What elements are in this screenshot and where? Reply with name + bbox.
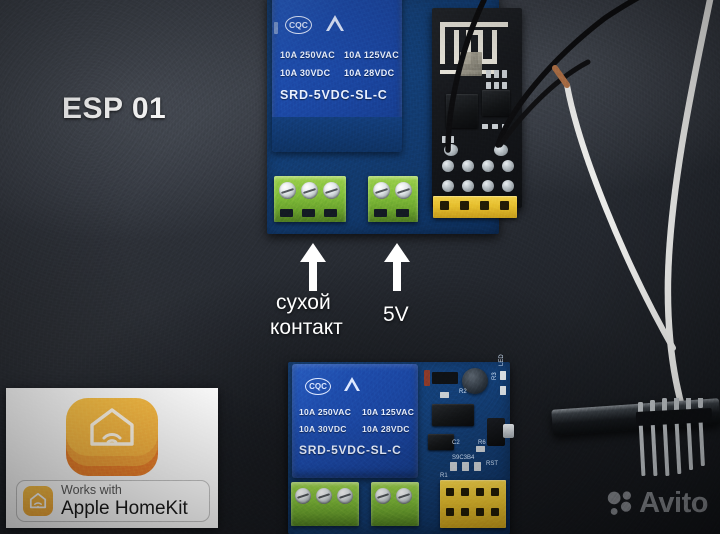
homekit-small-icon bbox=[23, 486, 53, 516]
terminal-screw bbox=[373, 182, 390, 199]
label-dry-contact-line2: контакт bbox=[270, 316, 343, 339]
relay-spec-ac-left-top: 10A 250VAC bbox=[280, 50, 336, 60]
esp8266-chip bbox=[446, 94, 478, 128]
silkscreen-rst: RST bbox=[486, 461, 498, 467]
label-dry-contact-line1: сухой bbox=[276, 291, 331, 314]
header-pins bbox=[636, 398, 713, 476]
flash-chip bbox=[482, 90, 510, 116]
cqc-logo-top: CQC bbox=[285, 16, 312, 34]
arrow-power bbox=[384, 243, 410, 291]
silkscreen-c2: C2 bbox=[452, 440, 460, 446]
avito-watermark: Avito bbox=[607, 487, 708, 520]
relay-spec-dc-left-top: 10A 30VDC bbox=[280, 68, 331, 78]
terminal-slot bbox=[302, 209, 315, 217]
relay-spec-ac-left-bottom: 10A 250VAC bbox=[299, 407, 352, 417]
terminal-slot bbox=[324, 209, 337, 217]
silkscreen-r6: R6 bbox=[478, 440, 486, 446]
electrolytic-capacitor bbox=[462, 368, 488, 394]
relay-spec-dc-right-top: 10A 28VDC bbox=[344, 68, 395, 78]
apple-homekit-label: Apple HomeKit bbox=[61, 497, 188, 519]
silkscreen-led: LED bbox=[499, 354, 505, 366]
home-wifi-icon bbox=[90, 408, 134, 446]
ic-bottom-2 bbox=[428, 434, 454, 450]
relay-module-top: CQC 10A 250VAC 10A 125VAC 10A 30VDC 10A … bbox=[272, 0, 402, 152]
terminal-screw bbox=[301, 182, 318, 199]
silkscreen-transistor: S9C3B4 bbox=[452, 455, 475, 461]
esp01-wifi-module bbox=[432, 8, 522, 208]
avito-logo-icon bbox=[607, 491, 632, 515]
relay-spec-dc-left-bottom: 10A 30VDC bbox=[299, 424, 347, 434]
homekit-logo bbox=[66, 398, 158, 476]
white-wire-short bbox=[552, 65, 676, 351]
terminal-slot bbox=[280, 209, 293, 217]
terminal-screw bbox=[375, 488, 391, 504]
silkscreen-r2: R2 bbox=[459, 389, 467, 395]
esp01-header-socket-bottom bbox=[440, 480, 506, 528]
terminal-block-dry-contact bbox=[274, 176, 346, 222]
avito-wordmark: Avito bbox=[639, 487, 708, 519]
terminal-block-power-bottom bbox=[371, 482, 419, 526]
relay-spec-ac-right-bottom: 10A 125VAC bbox=[362, 407, 415, 417]
cqc-logo-bottom: CQC bbox=[305, 378, 331, 395]
white-wire-long bbox=[664, 0, 714, 418]
works-with-homekit-badge: Works with Apple HomeKit bbox=[16, 480, 210, 522]
terminal-screw bbox=[337, 488, 353, 504]
terminal-screw bbox=[395, 182, 412, 199]
relay-model-bottom: SRD-5VDC-SL-C bbox=[299, 443, 402, 457]
terminal-screw bbox=[295, 488, 311, 504]
page-title: ESP 01 bbox=[62, 92, 167, 125]
solder-joint bbox=[494, 144, 508, 156]
works-with-label: Works with bbox=[61, 483, 122, 498]
terminal-screw bbox=[279, 182, 296, 199]
terminal-slot bbox=[374, 209, 387, 217]
relay-spec-ac-right-top: 10A 125VAC bbox=[344, 50, 400, 60]
relay-module-bottom: CQC 10A 250VAC 10A 125VAC 10A 30VDC 10A … bbox=[292, 364, 418, 478]
terminal-slot bbox=[396, 209, 409, 217]
terminal-screw bbox=[323, 182, 340, 199]
ic-bottom bbox=[432, 404, 474, 426]
relay-spec-dc-right-bottom: 10A 28VDC bbox=[362, 424, 410, 434]
warning-triangle-inner-bottom bbox=[347, 382, 357, 391]
terminal-block-dry-contact-bottom bbox=[291, 482, 359, 526]
terminal-screw bbox=[316, 488, 332, 504]
esp01-header-socket-top bbox=[433, 196, 517, 218]
warning-triangle-inner-top bbox=[329, 21, 341, 31]
arrow-dry-contact bbox=[300, 243, 326, 291]
terminal-block-power bbox=[368, 176, 418, 222]
label-power: 5V bbox=[383, 303, 409, 326]
homekit-badge-card: Works with Apple HomeKit bbox=[6, 388, 218, 528]
solder-joint bbox=[444, 144, 458, 156]
silkscreen-r1: R1 bbox=[440, 473, 448, 479]
silkscreen-r3: R3 bbox=[492, 372, 498, 380]
reset-button[interactable] bbox=[487, 418, 505, 446]
homekit-layer-top bbox=[66, 398, 158, 456]
relay-model-top: SRD-5VDC-SL-C bbox=[280, 88, 388, 102]
terminal-screw bbox=[396, 488, 412, 504]
